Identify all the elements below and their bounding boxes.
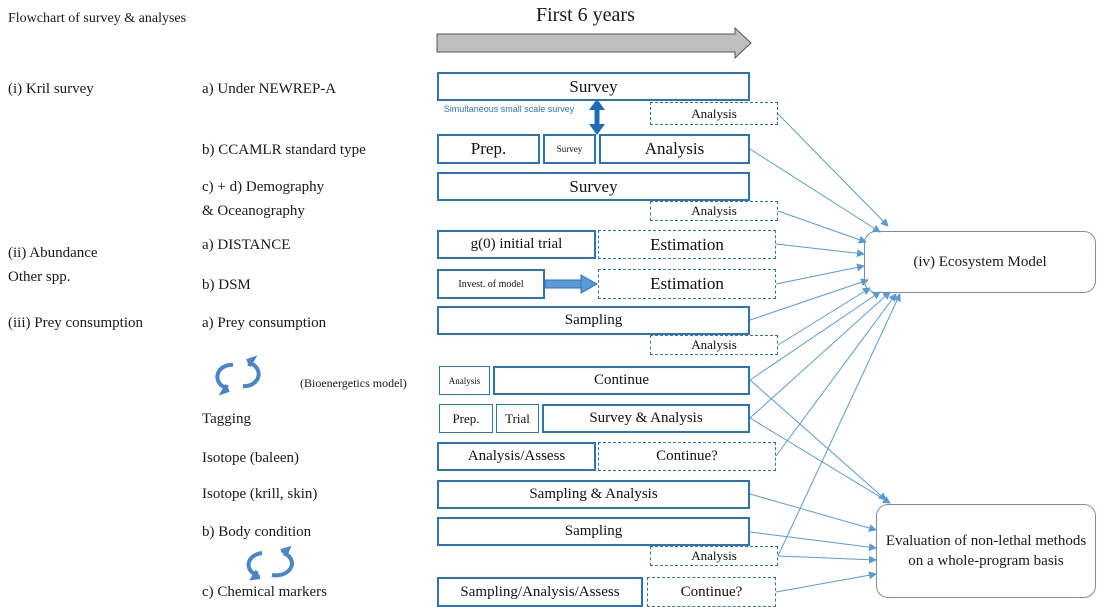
diagram-subtitle: Flowchart of survey & analyses <box>8 11 187 26</box>
row-oceanography: & Oceanography <box>202 203 305 219</box>
row-prey-consumption: a) Prey consumption <box>202 315 327 331</box>
newrep-analysis-box: Analysis <box>650 102 778 125</box>
cycle-arrows-icon <box>215 355 261 396</box>
bioenergetics-analysis-box: Analysis <box>439 366 490 395</box>
newrep-survey-box: Survey <box>437 72 750 101</box>
g0-trial-box: g(0) initial trial <box>437 230 596 259</box>
section-abundance-other: Other spp. <box>8 269 71 285</box>
tagging-survey-analysis-box: Survey & Analysis <box>542 404 750 433</box>
ecosystem-model-box: (iv) Ecosystem Model <box>864 231 1096 293</box>
body-condition-sampling-box: Sampling <box>437 517 750 546</box>
row-distance: a) DISTANCE <box>202 237 291 253</box>
section-krill-survey: (i) Kril survey <box>8 81 94 97</box>
ccamlr-prep-box: Prep. <box>437 134 540 164</box>
row-ccamlr: b) CCAMLR standard type <box>202 142 366 158</box>
distance-estimation-box: Estimation <box>598 230 776 259</box>
simultaneous-survey-note: Simultaneous small scale survey <box>443 104 575 114</box>
ccamlr-analysis-box: Analysis <box>599 134 750 164</box>
isotope-krill-box: Sampling & Analysis <box>437 480 750 509</box>
prey-analysis-box: Analysis <box>650 335 778 355</box>
row-chemical-markers: c) Chemical markers <box>202 584 327 600</box>
row-body-condition: b) Body condition <box>202 524 312 540</box>
body-condition-analysis-box: Analysis <box>650 546 778 566</box>
row-dsm: b) DSM <box>202 277 251 293</box>
row-newrep: a) Under NEWREP-A <box>202 81 337 97</box>
row-isotope-krill: Isotope (krill, skin) <box>202 486 318 502</box>
cycle-arrows-icon <box>246 545 294 581</box>
timeline-label: First 6 years <box>536 4 635 26</box>
tagging-trial-box: Trial <box>496 404 539 433</box>
right-arrow-icon <box>544 274 599 294</box>
demography-analysis-box: Analysis <box>650 201 778 221</box>
dsm-estimation-box: Estimation <box>598 269 776 299</box>
ccamlr-survey-box: Survey <box>543 134 596 164</box>
double-arrow-icon <box>589 99 605 135</box>
row-demography: c) + d) Demography <box>202 179 325 195</box>
evaluation-box: Evaluation of non-lethal methods on a wh… <box>876 504 1096 598</box>
bioenergetics-continue-box: Continue <box>493 366 750 395</box>
isotope-baleen-analysis-box: Analysis/Assess <box>437 442 596 471</box>
row-bioenergetics: (Bioenergetics model) <box>300 376 407 390</box>
demography-survey-box: Survey <box>437 172 750 201</box>
row-tagging: Tagging <box>202 411 251 427</box>
isotope-baleen-continue-box: Continue? <box>598 442 776 471</box>
invest-model-box: Invest. of model <box>437 269 545 299</box>
timeline-arrow <box>436 26 752 60</box>
section-prey-consumption: (iii) Prey consumption <box>8 315 143 331</box>
tagging-prep-box: Prep. <box>439 404 493 433</box>
ecosystem-model-label: (iv) Ecosystem Model <box>913 254 1047 270</box>
prey-sampling-box: Sampling <box>437 306 750 335</box>
evaluation-label: Evaluation of non-lethal methods on a wh… <box>885 533 1087 569</box>
section-abundance: (ii) Abundance <box>8 245 98 261</box>
row-isotope-baleen: Isotope (baleen) <box>202 450 300 466</box>
